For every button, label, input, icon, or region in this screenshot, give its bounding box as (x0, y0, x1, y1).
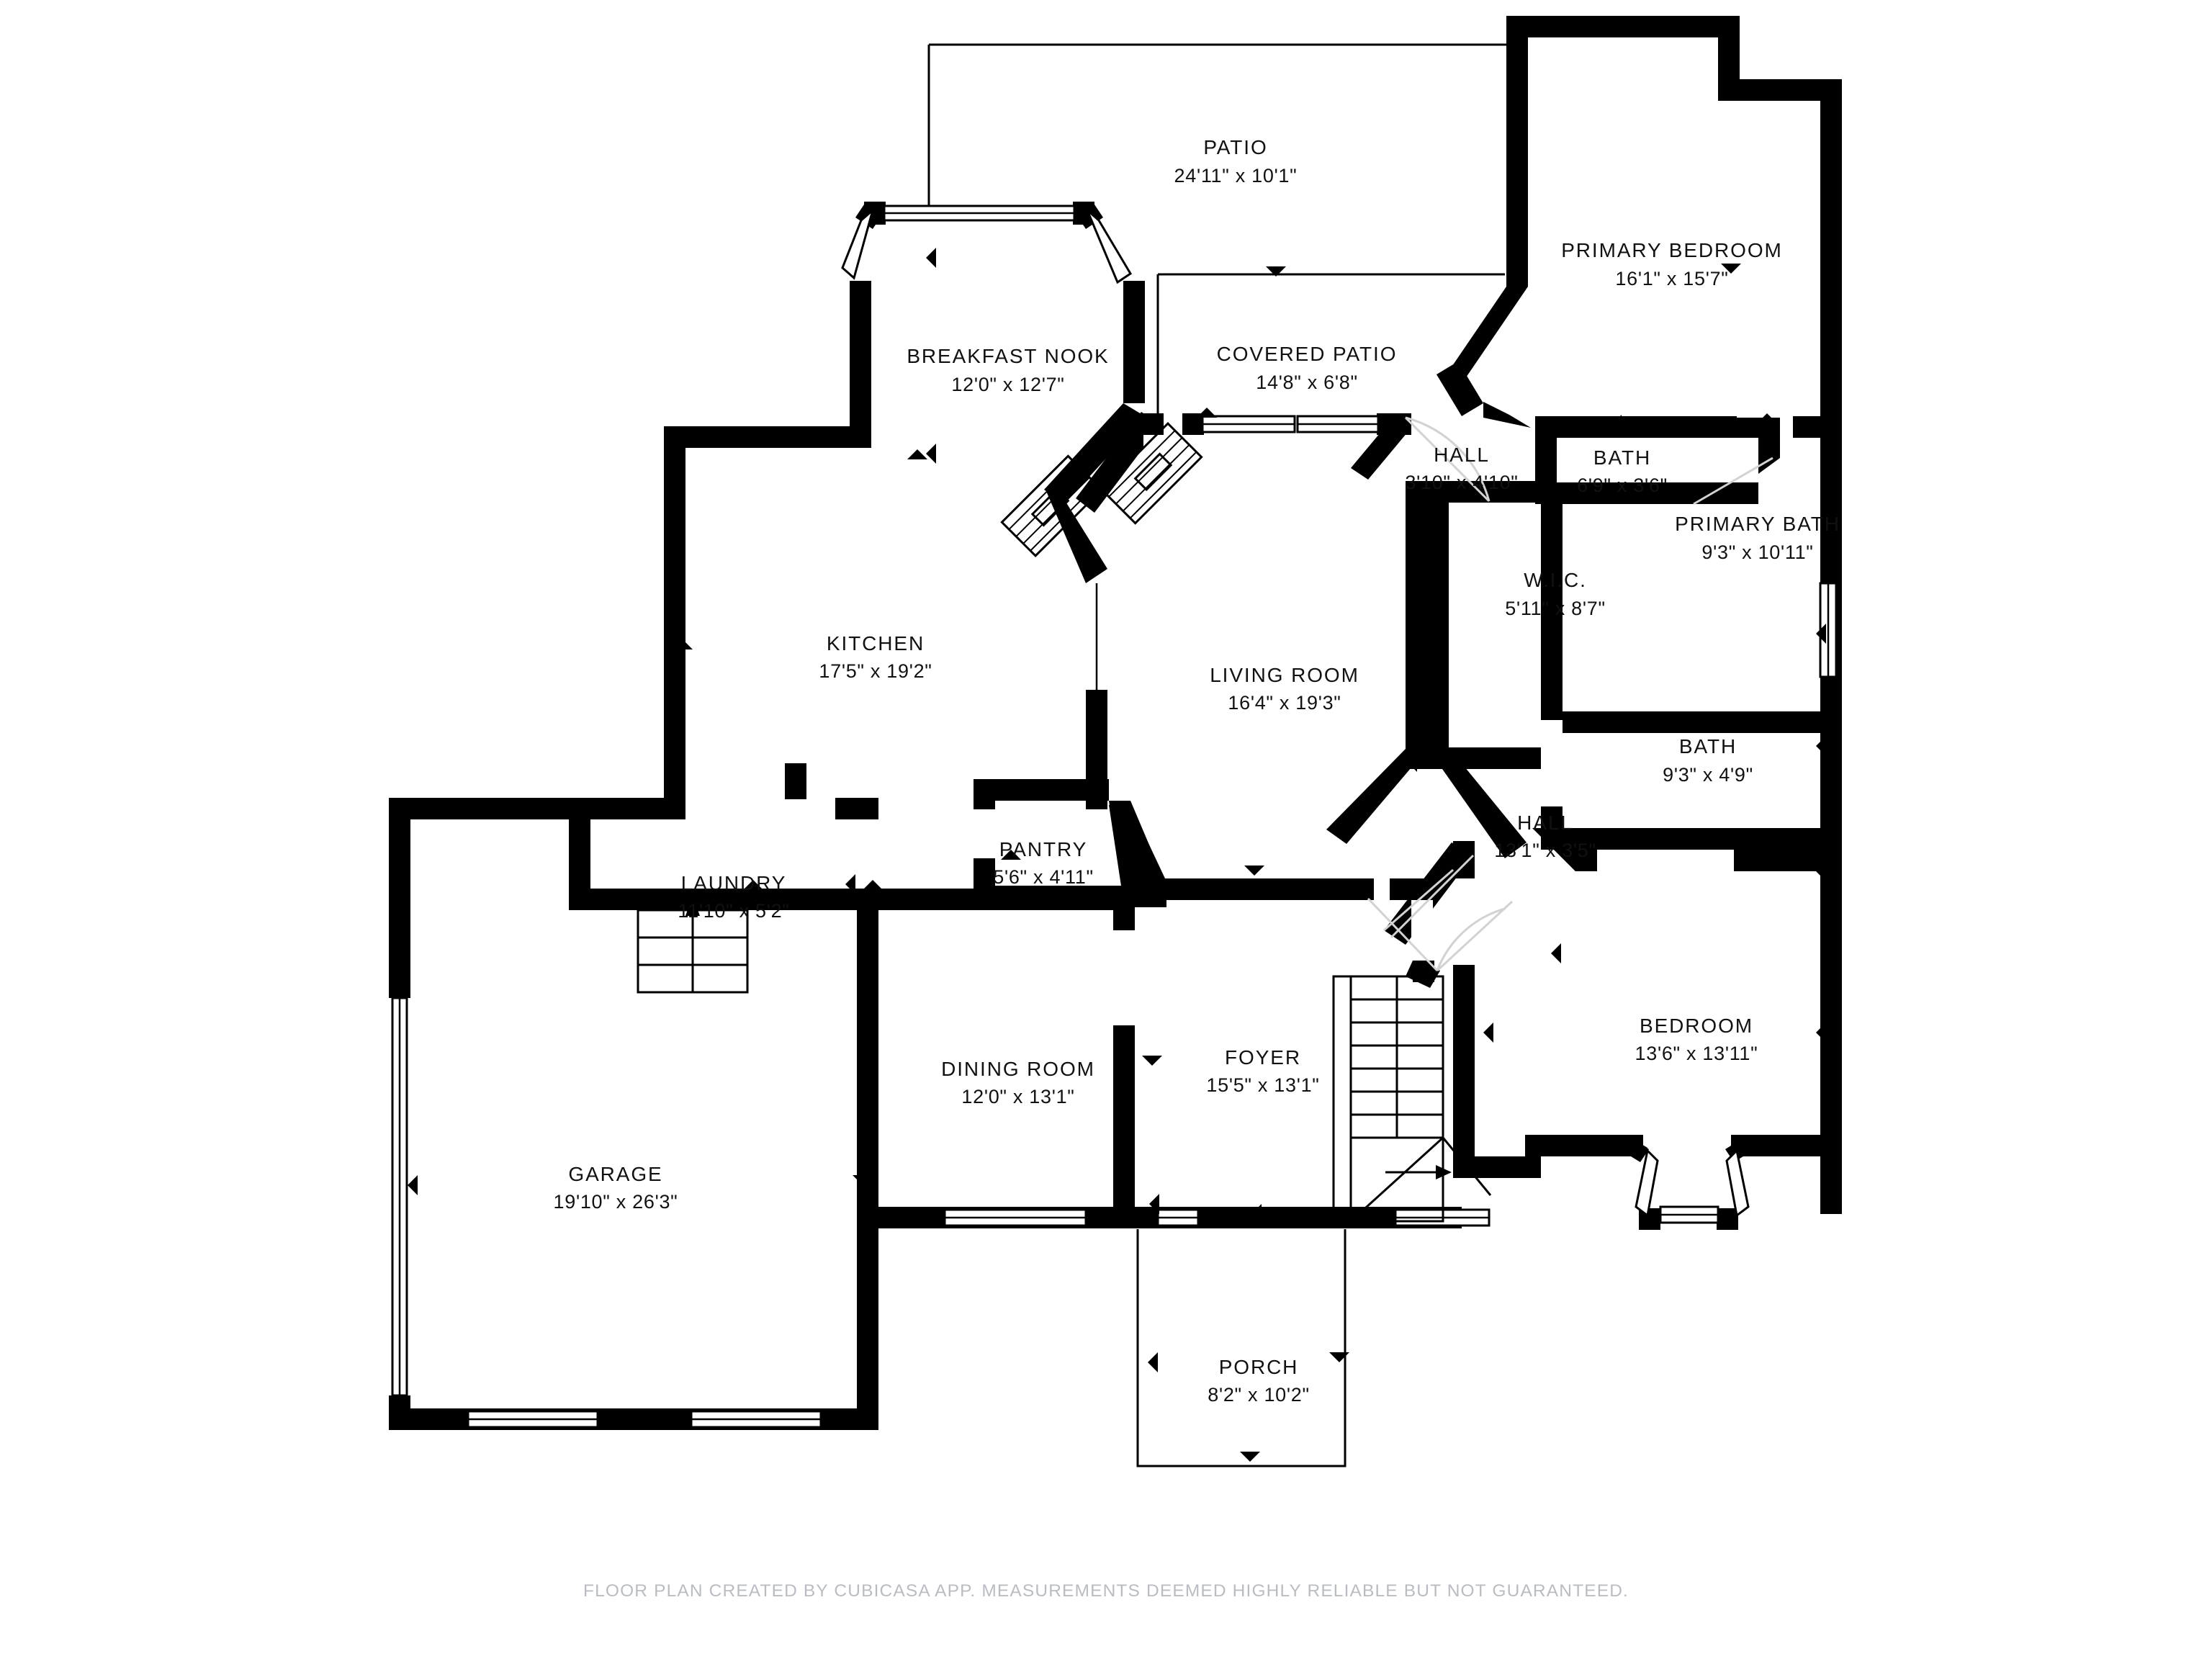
room-label-patio: PATIO (1203, 136, 1267, 158)
room-label-breakfast-nook: BREAKFAST NOOK (907, 345, 1109, 367)
room-dim-foyer: 15'5" x 13'1" (1206, 1074, 1319, 1096)
room-dim-wic: 5'11" x 8'7" (1505, 598, 1605, 619)
room-dim-laundry: 11'10" x 5'2" (678, 900, 789, 922)
room-label-primary-bedroom: PRIMARY BEDROOM (1561, 239, 1783, 261)
room-label-garage: GARAGE (568, 1163, 662, 1185)
windows-and-doors (391, 204, 1838, 1429)
room-label-foyer: FOYER (1225, 1046, 1301, 1069)
room-dim-pantry: 5'6" x 4'11" (993, 866, 1093, 888)
room-dim-kitchen: 17'5" x 19'2" (819, 660, 932, 682)
room-dim-hall-upper: 3'10" x 4'10" (1405, 472, 1518, 493)
fireplace-hatch (1000, 421, 1203, 558)
room-dim-garage: 19'10" x 26'3" (554, 1191, 678, 1213)
room-label-hall-lower: HALL (1517, 811, 1573, 834)
room-label-bath-hall: BATH (1679, 735, 1737, 757)
room-label-living-room: LIVING ROOM (1210, 664, 1359, 686)
footer-disclaimer: FLOOR PLAN CREATED BY CUBICASA APP. MEAS… (583, 1581, 1629, 1601)
room-label-primary-bath: PRIMARY BATH (1675, 513, 1840, 535)
room-dim-bath-hall: 9'3" x 4'9" (1663, 764, 1753, 786)
room-label-hall-upper: HALL (1434, 444, 1490, 466)
room-dim-primary-bedroom: 16'1" x 15'7" (1615, 268, 1728, 289)
room-dim-covered-patio: 14'8" x 6'8" (1256, 372, 1357, 393)
dimension-arrows (408, 243, 1826, 1462)
room-dim-porch: 8'2" x 10'2" (1208, 1384, 1309, 1406)
walls (389, 16, 1842, 1430)
staircase (637, 896, 1492, 1223)
room-label-bath-primary-sm: BATH (1593, 446, 1651, 469)
room-label-pantry: PANTRY (999, 838, 1087, 860)
room-dim-primary-bath: 9'3" x 10'11" (1701, 541, 1813, 563)
room-label-porch: PORCH (1219, 1356, 1299, 1378)
room-labels: PATIO 24'11" x 10'1" PRIMARY BEDROOM 16'… (554, 136, 1840, 1406)
outline-thin-lines (927, 43, 1528, 1467)
room-dim-hall-lower: 13'1" x 3'5" (1494, 840, 1596, 861)
room-label-wic: W.I.C. (1524, 569, 1587, 591)
room-dim-dining-room: 12'0" x 13'1" (961, 1086, 1074, 1107)
room-dim-living-room: 16'4" x 19'3" (1228, 692, 1341, 714)
room-dim-bedroom: 13'6" x 13'11" (1635, 1043, 1758, 1064)
room-label-laundry: LAUNDRY (681, 872, 787, 894)
room-label-bedroom: BEDROOM (1640, 1015, 1753, 1037)
room-dim-patio: 24'11" x 10'1" (1174, 165, 1298, 186)
room-label-covered-patio: COVERED PATIO (1217, 343, 1398, 365)
room-dim-bath-primary-sm: 6'9" x 3'6" (1577, 475, 1668, 496)
room-label-kitchen: KITCHEN (827, 632, 925, 655)
room-label-dining-room: DINING ROOM (941, 1058, 1095, 1080)
room-dim-breakfast-nook: 12'0" x 12'7" (951, 374, 1064, 395)
